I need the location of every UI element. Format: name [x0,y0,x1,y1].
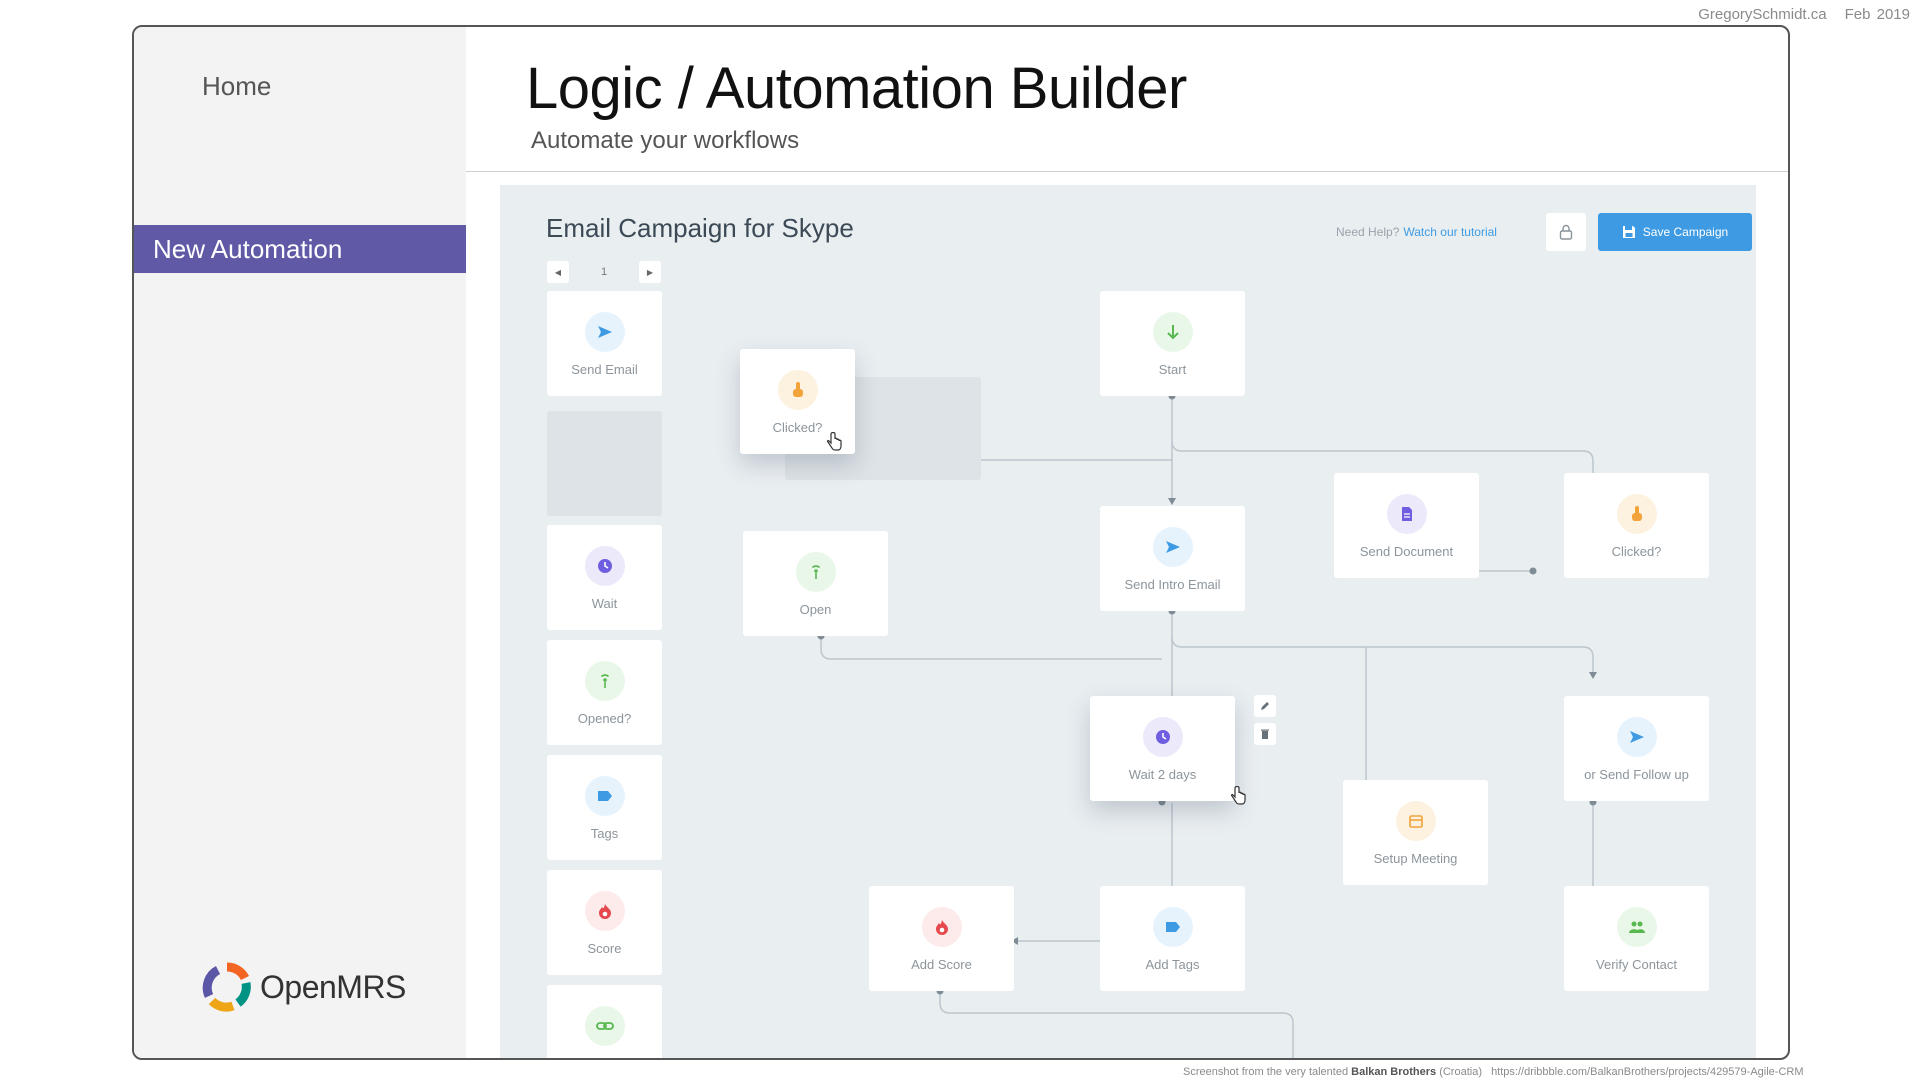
palette-tags[interactable]: Tags [547,755,662,860]
palette-label: Wait [591,596,618,611]
palette-label: Score [587,941,622,956]
calendar-icon [1395,801,1436,841]
page-title: Logic / Automation Builder [526,56,1187,121]
node-send-intro-email[interactable]: Send Intro Email [1100,506,1245,611]
node-clicked[interactable]: Clicked? [1564,473,1709,578]
send-icon [584,312,625,352]
pager-prev-button[interactable]: ◀ [547,261,569,283]
palette-opened[interactable]: Opened? [547,640,662,745]
node-label: Send Document [1359,544,1454,559]
top-credit: GregorySchmidt.ca Feb 2019 [1698,6,1910,23]
node-add-score[interactable]: Add Score [869,886,1014,991]
clock-icon [584,546,625,586]
credit-source-prefix: Screenshot from the very talented [1183,1066,1349,1078]
edit-node-button[interactable] [1254,695,1276,717]
signal-icon [584,661,625,701]
node-label: Setup Meeting [1373,851,1458,866]
save-campaign-label: Save Campaign [1642,225,1729,239]
node-label: Verify Contact [1596,957,1677,972]
credit-source-country: (Croatia) [1439,1066,1482,1078]
trash-icon [1261,729,1269,739]
node-start[interactable]: Start [1100,291,1245,396]
logo-text: OpenMRS [260,968,406,1005]
node-send-follow-up[interactable]: or Send Follow up [1564,696,1709,801]
signal-icon [795,552,836,592]
palette-empty-slot [547,411,662,516]
link-icon [584,1006,625,1046]
help-prefix: Need Help? [1336,225,1400,239]
node-label: Add Score [911,957,972,972]
hand-cursor-icon [826,432,842,451]
pager-next-button[interactable]: ▶ [639,261,661,283]
tag-icon [584,776,625,816]
pager-page: 1 [600,266,608,278]
arrow-down-icon [1152,312,1193,352]
node-label: Send Intro Email [1124,577,1221,592]
header-divider [466,171,1788,172]
node-label: Add Tags [1145,957,1200,972]
send-icon [1616,717,1657,757]
node-label: Open [799,602,832,617]
sidebar: Home New Automation OpenMRS [134,27,466,1058]
node-dragged-clicked[interactable]: Clicked? [740,349,855,454]
pointer-hand-icon [777,370,818,410]
node-verify-contact[interactable]: Verify Contact [1564,886,1709,991]
node-setup-meeting[interactable]: Setup Meeting [1343,780,1488,885]
help-text: Need Help?Watch our tutorial [1336,225,1497,239]
bottom-credit: Screenshot from the very talented Balkan… [1183,1066,1804,1078]
lock-icon [1559,224,1573,240]
pencil-icon [1261,702,1269,710]
credit-source-name: Balkan Brothers [1351,1066,1437,1078]
fire-icon [921,907,962,947]
delete-node-button[interactable] [1254,723,1276,745]
nav-home[interactable]: Home [202,71,272,101]
campaign-title: Email Campaign for Skype [546,213,854,243]
node-label: Clicked? [772,420,823,435]
page-subtitle: Automate your workflows [531,127,800,154]
palette-wait[interactable]: Wait [547,525,662,630]
users-icon [1616,907,1657,947]
document-icon [1386,494,1427,534]
node-add-tags[interactable]: Add Tags [1100,886,1245,991]
node-open[interactable]: Open [743,531,888,636]
credit-site: GregorySchmidt.ca [1698,6,1827,23]
credit-date: Feb 2019 [1844,6,1910,23]
node-send-document[interactable]: Send Document [1334,473,1479,578]
credit-source-url[interactable]: https://dribbble.com/BalkanBrothers/proj… [1491,1066,1804,1078]
node-label: Wait 2 days [1128,767,1197,782]
tutorial-link[interactable]: Watch our tutorial [1403,225,1497,239]
node-wait-2-days[interactable]: Wait 2 days [1090,696,1246,805]
palette-label: Opened? [577,711,632,726]
hand-cursor-icon [1230,786,1246,805]
app-frame: Home New Automation OpenMRS Logic / Auto… [132,25,1790,1060]
palette-pager: ◀ 1 ▶ [547,261,661,283]
palette-send-email[interactable]: Send Email [547,291,662,396]
clock-icon [1142,717,1183,757]
node-label: Start [1158,362,1187,377]
palette-label: Send Email [571,362,638,377]
nav-new-automation[interactable]: New Automation [134,225,466,273]
send-icon [1152,527,1193,567]
openmrs-logo-icon [202,962,251,1012]
save-campaign-button[interactable]: Save Campaign [1598,213,1752,251]
palette-link[interactable] [547,985,662,1058]
tag-icon [1152,907,1193,947]
node-label: or Send Follow up [1584,767,1689,782]
palette-label: Tags [590,826,619,841]
node-label: Clicked? [1611,544,1662,559]
floppy-icon [1622,226,1635,238]
fire-icon [584,891,625,931]
openmrs-logo: OpenMRS [202,962,406,1012]
lock-button[interactable] [1546,213,1586,251]
palette-score[interactable]: Score [547,870,662,975]
pointer-hand-icon [1616,494,1657,534]
automation-canvas[interactable]: Email Campaign for Skype Need Help?Watch… [500,185,1756,1058]
